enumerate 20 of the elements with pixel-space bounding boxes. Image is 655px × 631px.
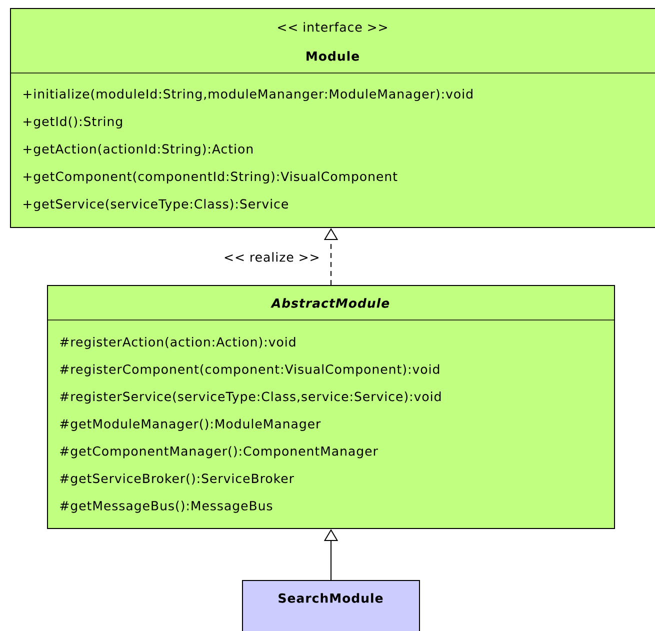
class-name: AbstractModule bbox=[270, 298, 390, 308]
class-box bbox=[242, 580, 420, 631]
class-name: SearchModule bbox=[278, 593, 383, 603]
method-text: #getServiceBroker():ServiceBroker bbox=[60, 473, 294, 486]
method-text: #registerAction(action:Action):void bbox=[60, 336, 296, 350]
method-text: #getComponentManager():ComponentManager bbox=[60, 446, 378, 458]
class-name: Module bbox=[306, 51, 359, 61]
edge-label: << realize >> bbox=[222, 251, 321, 263]
method-text: #registerService(serviceType:Class,service:Service):void bbox=[60, 392, 441, 404]
method-text: #getMessageBus():MessageBus bbox=[60, 500, 272, 513]
method-text: +getId():String bbox=[24, 116, 122, 129]
method-text: +getAction(actionId:String):Action bbox=[24, 144, 253, 156]
method-text: #registerComponent(component:VisualComponent):void bbox=[60, 364, 440, 376]
class-box bbox=[10, 8, 655, 228]
stereotype-label: << interface >> bbox=[278, 22, 387, 32]
method-text: +initialize(moduleId:String,moduleMananger:ModuleManager):void bbox=[24, 88, 472, 102]
method-text: +getComponent(componentId:String):VisualComponent bbox=[24, 171, 398, 184]
method-text: #getModuleManager():ModuleManager bbox=[60, 418, 321, 431]
class-box bbox=[46, 285, 615, 529]
method-text: +getService(serviceType:Class):Service bbox=[24, 198, 288, 212]
